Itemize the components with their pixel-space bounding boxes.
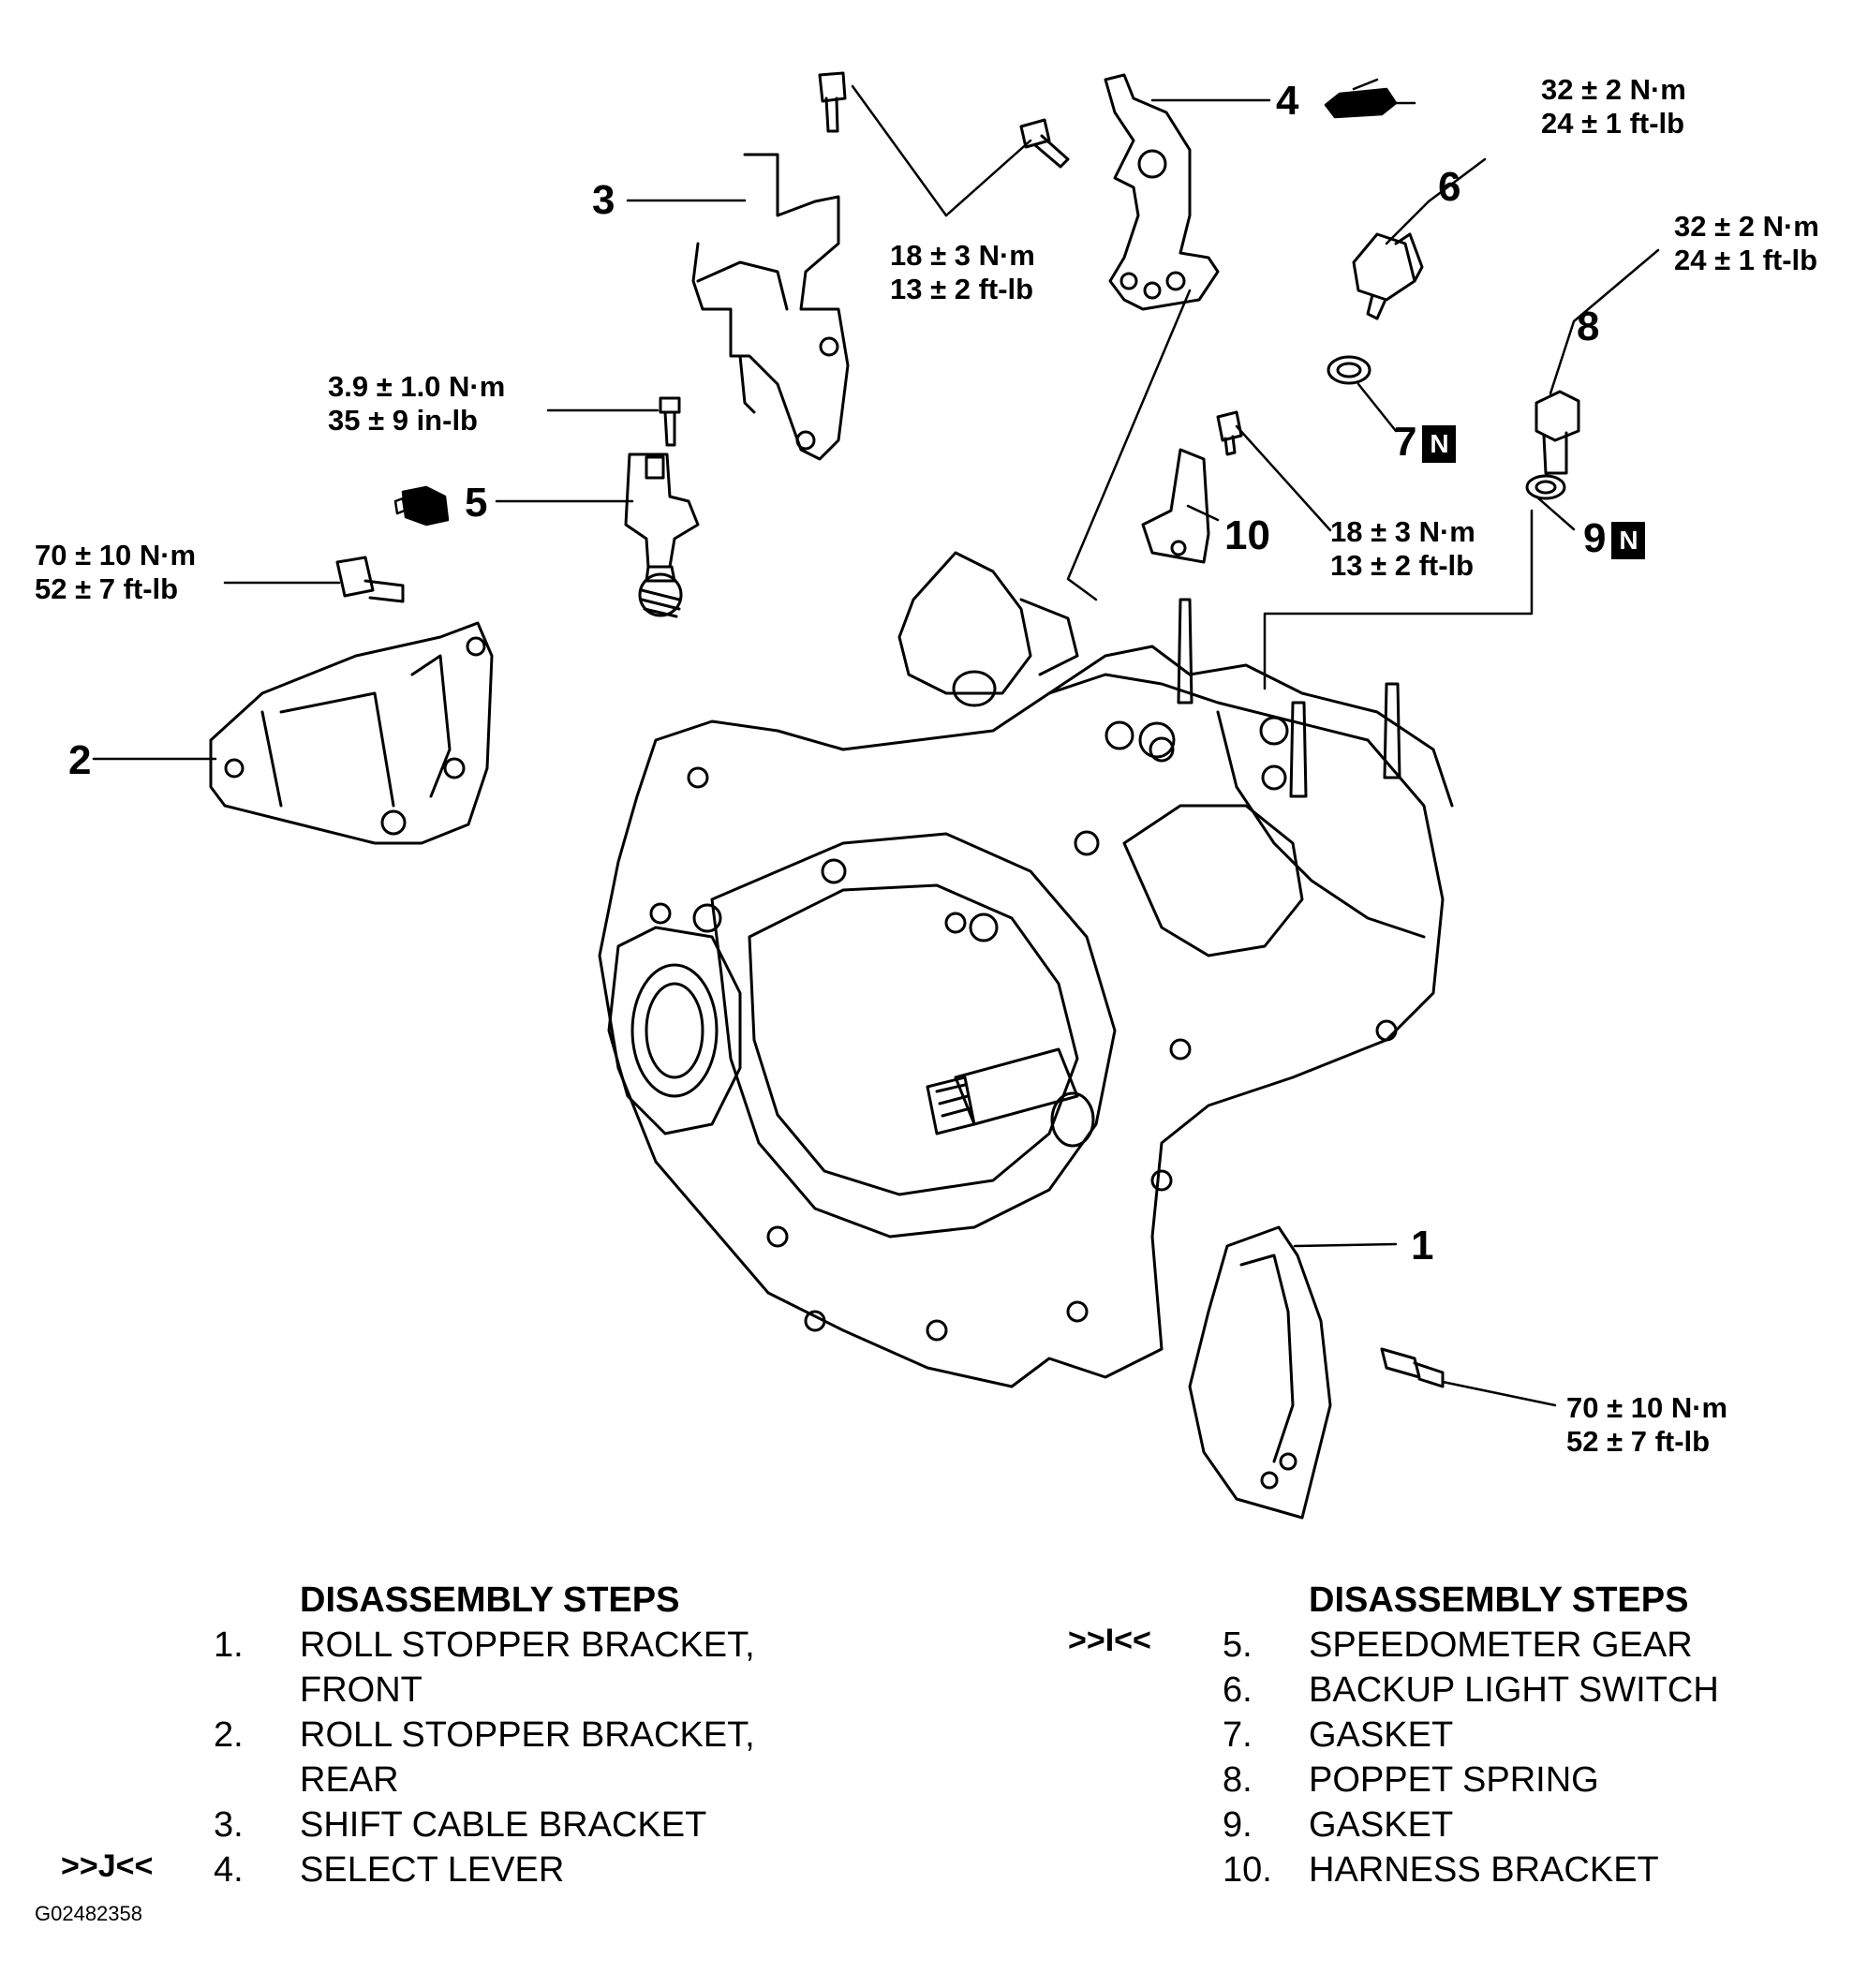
poppet-spring xyxy=(1527,392,1579,498)
torque-ftlb: 52 ± 7 ft-lb xyxy=(1566,1425,1711,1458)
callout-7-number: 7 xyxy=(1394,419,1417,465)
torque-nm: 32 ± 2 N·m xyxy=(1674,210,1819,243)
service-point-mark-i: >>I<< xyxy=(1068,1623,1151,1658)
step-text: SELECT LEVER xyxy=(300,1850,565,1890)
torque-spec-front-bracket: 70 ± 10 N·m 52 ± 7 ft-lb xyxy=(1566,1391,1727,1459)
torque-spec-poppet: 32 ± 2 N·m 24 ± 1 ft-lb xyxy=(1674,210,1819,277)
step-text: SPEEDOMETER GEAR xyxy=(1309,1625,1693,1665)
torque-nm: 18 ± 3 N·m xyxy=(890,239,1035,272)
new-part-mark-9: N xyxy=(1611,522,1646,560)
step-number: 4. xyxy=(214,1850,244,1890)
roll-stopper-bracket-front xyxy=(1190,1227,1443,1518)
step-number: 8. xyxy=(1223,1760,1253,1800)
torque-nm: 18 ± 3 N·m xyxy=(1330,515,1475,548)
torque-spec-speedometer: 3.9 ± 1.0 N·m 35 ± 9 in-lb xyxy=(328,370,505,438)
step-item: 1. ROLL STOPPER BRACKET, xyxy=(214,1623,869,1668)
steps-heading: DISASSEMBLY STEPS xyxy=(1309,1580,1689,1620)
step-item: 7. GASKET xyxy=(1223,1713,1841,1758)
torque-ftlb: 52 ± 7 ft-lb xyxy=(35,572,179,605)
step-text: POPPET SPRING xyxy=(1309,1760,1599,1800)
step-text: HARNESS BRACKET xyxy=(1309,1850,1659,1890)
step-number: 1. xyxy=(214,1625,244,1665)
callout-10: 10 xyxy=(1224,512,1270,558)
roll-stopper-bracket-rear xyxy=(211,557,492,843)
select-lever xyxy=(1105,75,1218,309)
torque-nm: 32 ± 2 N·m xyxy=(1541,73,1686,106)
harness-bracket xyxy=(1143,412,1241,562)
torque-spec-top: 18 ± 3 N·m 13 ± 2 ft-lb xyxy=(890,239,1035,306)
callout-2: 2 xyxy=(68,737,92,783)
torque-spec-rear-bracket: 70 ± 10 N·m 52 ± 7 ft-lb xyxy=(35,539,196,606)
step-text: REAR xyxy=(300,1760,399,1800)
step-item-cont: REAR xyxy=(214,1758,869,1803)
shift-cable-bracket xyxy=(660,73,1068,459)
step-number: 7. xyxy=(1223,1715,1253,1755)
step-text: ROLL STOPPER BRACKET, xyxy=(300,1625,755,1665)
step-number: 6. xyxy=(1223,1670,1253,1710)
torque-spec-switch: 32 ± 2 N·m 24 ± 1 ft-lb xyxy=(1541,73,1686,141)
step-number: 10. xyxy=(1223,1850,1272,1890)
callout-6: 6 xyxy=(1438,164,1461,210)
step-item: 3. SHIFT CABLE BRACKET xyxy=(214,1803,869,1847)
step-item-cont: FRONT xyxy=(214,1668,869,1713)
torque-ftlb: 24 ± 1 ft-lb xyxy=(1541,107,1685,140)
steps-left: DISASSEMBLY STEPS 1. ROLL STOPPER BRACKE… xyxy=(214,1578,869,1892)
steps-right: DISASSEMBLY STEPS 5. SPEEDOMETER GEAR 6.… xyxy=(1223,1578,1841,1892)
torque-inlb: 35 ± 9 in-lb xyxy=(328,404,478,437)
backup-light-switch xyxy=(1328,234,1422,383)
step-item: 9. GASKET xyxy=(1223,1803,1841,1847)
service-point-mark-j: >>J<< xyxy=(61,1848,154,1884)
step-item: 10. HARNESS BRACKET xyxy=(1223,1847,1841,1892)
step-text: FRONT xyxy=(300,1670,423,1710)
leader-lines xyxy=(94,86,1658,1405)
torque-nm: 3.9 ± 1.0 N·m xyxy=(328,370,506,403)
torque-spec-harness: 18 ± 3 N·m 13 ± 2 ft-lb xyxy=(1330,515,1475,583)
step-number: 9. xyxy=(1223,1805,1253,1845)
step-item: 4. SELECT LEVER xyxy=(214,1847,869,1892)
torque-ftlb: 24 ± 1 ft-lb xyxy=(1674,244,1818,276)
steps-heading: DISASSEMBLY STEPS xyxy=(300,1580,680,1620)
step-text: GASKET xyxy=(1309,1805,1454,1845)
torque-nm: 70 ± 10 N·m xyxy=(1566,1391,1728,1424)
torque-ftlb: 13 ± 2 ft-lb xyxy=(890,273,1034,305)
step-item: 2. ROLL STOPPER BRACKET, xyxy=(214,1713,869,1758)
step-text: BACKUP LIGHT SWITCH xyxy=(1309,1670,1719,1710)
apply-oil-icon xyxy=(395,487,448,525)
step-number: 3. xyxy=(214,1805,244,1845)
step-number: 2. xyxy=(214,1715,244,1755)
speedometer-gear xyxy=(626,454,698,616)
grease-gun-icon xyxy=(1326,80,1415,117)
step-item: 8. POPPET SPRING xyxy=(1223,1758,1841,1803)
callout-8: 8 xyxy=(1577,304,1600,349)
callout-4: 4 xyxy=(1276,78,1299,124)
torque-ftlb: 13 ± 2 ft-lb xyxy=(1330,549,1475,582)
step-text: ROLL STOPPER BRACKET, xyxy=(300,1715,755,1755)
step-number: 5. xyxy=(1223,1625,1253,1665)
figure-id: G02482358 xyxy=(35,1902,142,1925)
callout-1: 1 xyxy=(1411,1223,1434,1268)
step-item: 5. SPEEDOMETER GEAR xyxy=(1223,1623,1841,1668)
callout-5: 5 xyxy=(465,480,488,526)
transaxle-case xyxy=(600,553,1452,1387)
callout-3: 3 xyxy=(592,177,615,223)
callout-9-number: 9 xyxy=(1583,515,1607,561)
step-text: SHIFT CABLE BRACKET xyxy=(300,1805,707,1845)
step-text: GASKET xyxy=(1309,1715,1454,1755)
step-item: 6. BACKUP LIGHT SWITCH xyxy=(1223,1668,1841,1713)
torque-nm: 70 ± 10 N·m xyxy=(35,539,197,571)
new-part-mark-7: N xyxy=(1422,425,1457,464)
